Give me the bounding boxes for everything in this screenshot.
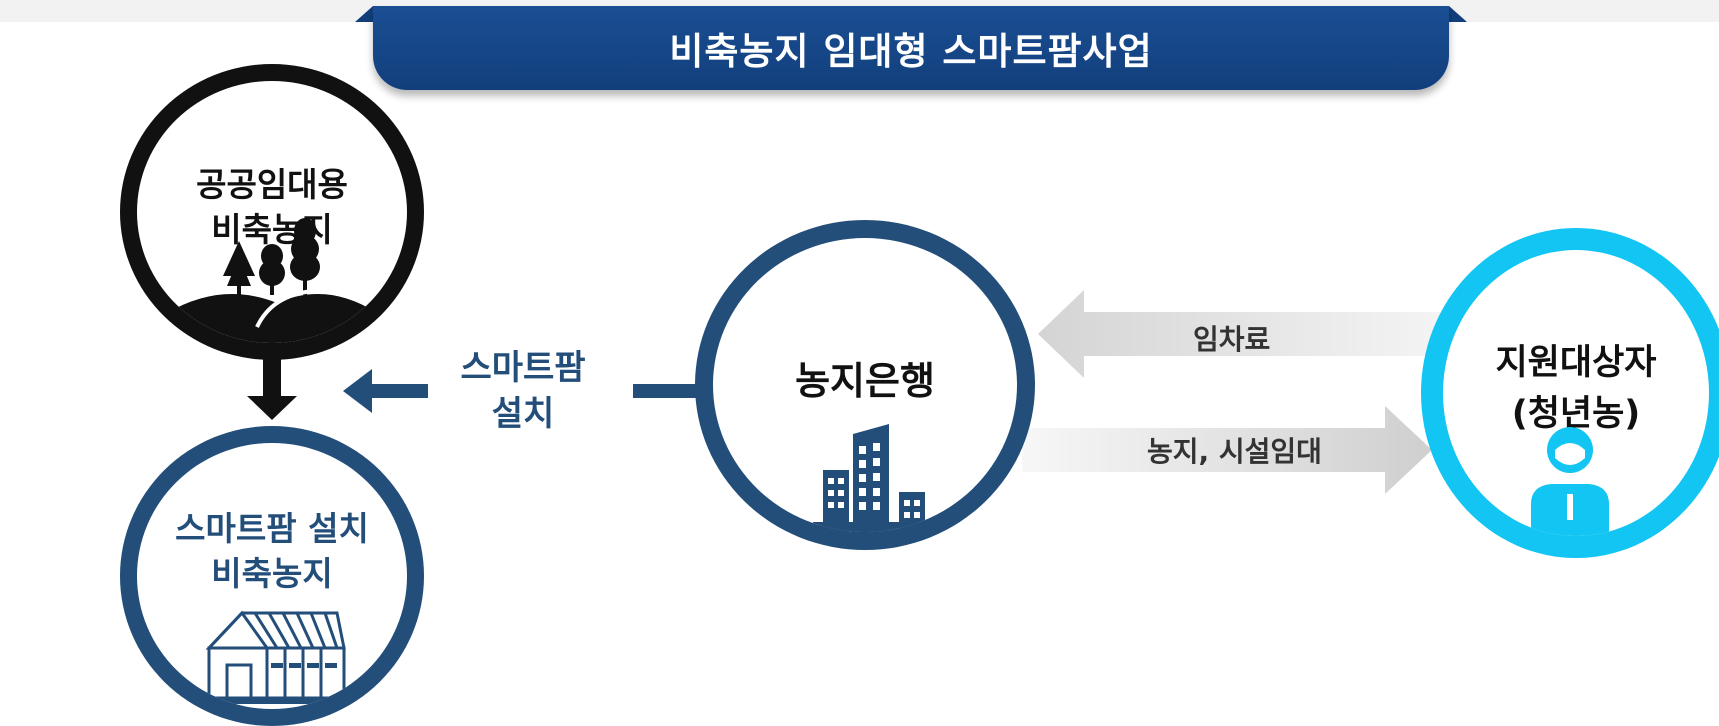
- public-land-node: 공공임대용 비축농지: [120, 64, 424, 360]
- smartfarm-land-line2: 비축농지: [211, 553, 333, 593]
- public-land-label: 공공임대용 비축농지: [137, 163, 407, 252]
- public-land-line1: 공공임대용: [196, 165, 348, 204]
- install-label: 스마트팜 설치: [448, 346, 598, 438]
- smartfarm-land-line1: 스마트팜 설치: [175, 509, 369, 548]
- rent-label: 임차료: [1193, 323, 1271, 356]
- farmer-line2: (청년농): [1511, 393, 1641, 434]
- lease-arrow: [1022, 406, 1432, 494]
- farmer-label: 지원대상자 (청년농): [1443, 338, 1709, 440]
- farmer-line1: 지원대상자: [1495, 343, 1657, 383]
- banner-left-ear: [355, 6, 373, 22]
- smartfarm-land-node: 스마트팜 설치 비축농지: [120, 426, 424, 726]
- banner-right-ear: [1449, 6, 1467, 22]
- install-arrow: [343, 369, 699, 413]
- farmland-bank-label: 농지은행: [795, 359, 935, 403]
- install-label-line1: 스마트팜: [460, 348, 586, 388]
- greenhouse-icon: [197, 610, 357, 704]
- smartfarm-land-label: 스마트팜 설치 비축농지: [137, 507, 407, 596]
- install-label-line2: 설치: [491, 393, 555, 434]
- lease-label: 농지, 시설임대: [1147, 435, 1322, 468]
- title-banner: 비축농지 임대형 스마트팜사업: [373, 6, 1449, 90]
- person-icon: [1531, 427, 1609, 536]
- page-title: 비축농지 임대형 스마트팜사업: [669, 30, 1153, 73]
- farmer-node: 지원대상자 (청년농): [1421, 228, 1719, 558]
- rent-arrow: [1038, 290, 1440, 378]
- farmland-bank-node: 농지은행: [695, 220, 1035, 550]
- down-arrow: [247, 352, 297, 420]
- trees-on-hills-icon: [167, 218, 377, 343]
- office-building-icon: [813, 424, 933, 532]
